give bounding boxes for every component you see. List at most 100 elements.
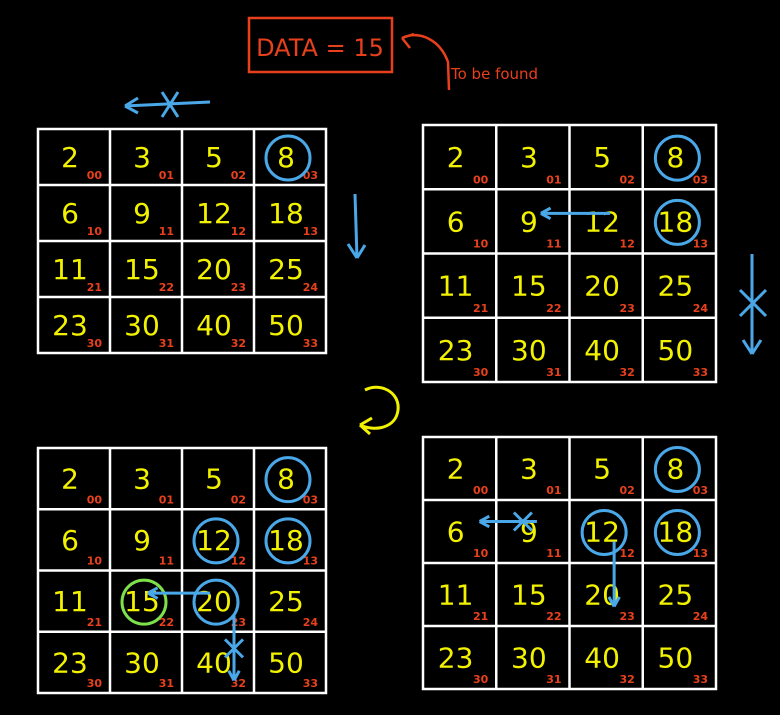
cell-index: 03: [693, 173, 708, 186]
cell-value: 8: [277, 463, 295, 496]
matrix-cell: 301: [520, 141, 562, 186]
cell-index: 32: [231, 337, 246, 350]
cell-index: 24: [303, 281, 319, 294]
left-arrow-to-15: [147, 586, 210, 600]
cell-value: 15: [511, 579, 547, 612]
cell-index: 33: [303, 677, 318, 690]
matrix-cell: 200: [61, 463, 102, 507]
cell-index: 13: [303, 225, 318, 238]
cell-value: 12: [196, 197, 232, 230]
grid-step-2: 2003015028036109111212181311211522202325…: [421, 123, 718, 384]
cell-value: 2: [447, 453, 465, 486]
cell-value: 25: [658, 270, 694, 303]
cell-index: 21: [87, 281, 102, 294]
cell-index: 12: [231, 225, 246, 238]
cell-value: 18: [268, 197, 304, 230]
to-be-found-note: To be found: [450, 65, 538, 83]
cell-index: 22: [159, 281, 174, 294]
matrix-cell: 200: [447, 453, 489, 498]
cell-value: 11: [438, 270, 474, 303]
cell-index: 23: [619, 610, 634, 623]
cell-index: 10: [473, 547, 489, 560]
header: DATA = 15 To be found: [247, 16, 538, 91]
cell-value: 40: [196, 646, 232, 679]
cell-value: 50: [268, 309, 304, 342]
circled-cell-18: [653, 509, 701, 556]
down-arrow-to-20: [607, 541, 621, 608]
cell-index: 33: [693, 366, 708, 379]
cell-index: 21: [473, 610, 488, 623]
cell-index: 02: [231, 493, 246, 506]
cell-index: 21: [473, 302, 488, 315]
cell-value: 23: [52, 309, 88, 342]
circled-cell-20: [192, 578, 240, 626]
cell-value: 30: [124, 646, 160, 679]
cell-index: 01: [159, 493, 174, 506]
cell-value: 6: [61, 524, 79, 557]
cell-index: 31: [159, 337, 174, 350]
cell-value: 50: [658, 334, 694, 367]
cell-value: 18: [658, 205, 694, 238]
cell-value: 3: [520, 453, 538, 486]
cell-value: 6: [447, 205, 465, 238]
cell-index: 02: [619, 484, 634, 497]
matrix-cell: 803: [666, 453, 708, 498]
cell-value: 9: [133, 197, 151, 230]
circled-cell-8: [653, 134, 701, 182]
matrix-cell: 6 10: [61, 524, 102, 568]
cell-index: 10: [87, 555, 103, 568]
cell-value: 5: [593, 141, 611, 174]
matrix-cell: 803: [277, 463, 318, 507]
cell-value: 8: [666, 453, 684, 486]
cell-index: 12: [619, 238, 634, 251]
cell-index: 23: [619, 302, 634, 315]
cell-value: 5: [593, 453, 611, 486]
matrix-cell: 803: [666, 141, 708, 186]
cell-value: 12: [584, 205, 620, 238]
left-arrow-crossed: [478, 514, 537, 529]
data-box: [247, 16, 394, 74]
circled-cell-8: [653, 446, 701, 493]
cell-value: 15: [511, 270, 547, 303]
cell-value: 6: [447, 516, 465, 549]
cell-index: 31: [546, 673, 561, 686]
cell-value: 20: [196, 253, 232, 286]
cross-mark: [223, 638, 245, 659]
cell-index: 10: [87, 225, 103, 238]
cell-index: 13: [693, 547, 708, 560]
cell-index: 00: [87, 169, 103, 182]
cell-index: 00: [473, 173, 489, 186]
matrix-cell: 610: [61, 197, 102, 238]
cell-value: 25: [658, 579, 694, 612]
cell-index: 12: [619, 547, 634, 560]
matrix-cell: 5 02: [593, 453, 635, 498]
matrix-cell: 911: [520, 205, 562, 250]
cell-index: 11: [159, 225, 174, 238]
cell-value: 25: [268, 253, 304, 286]
matrix-cell: 610: [447, 205, 489, 250]
cell-index: 02: [619, 173, 634, 186]
cell-value: 20: [196, 585, 232, 618]
matrix-cell: 5 02: [593, 141, 635, 186]
down-arrow: [346, 193, 367, 259]
